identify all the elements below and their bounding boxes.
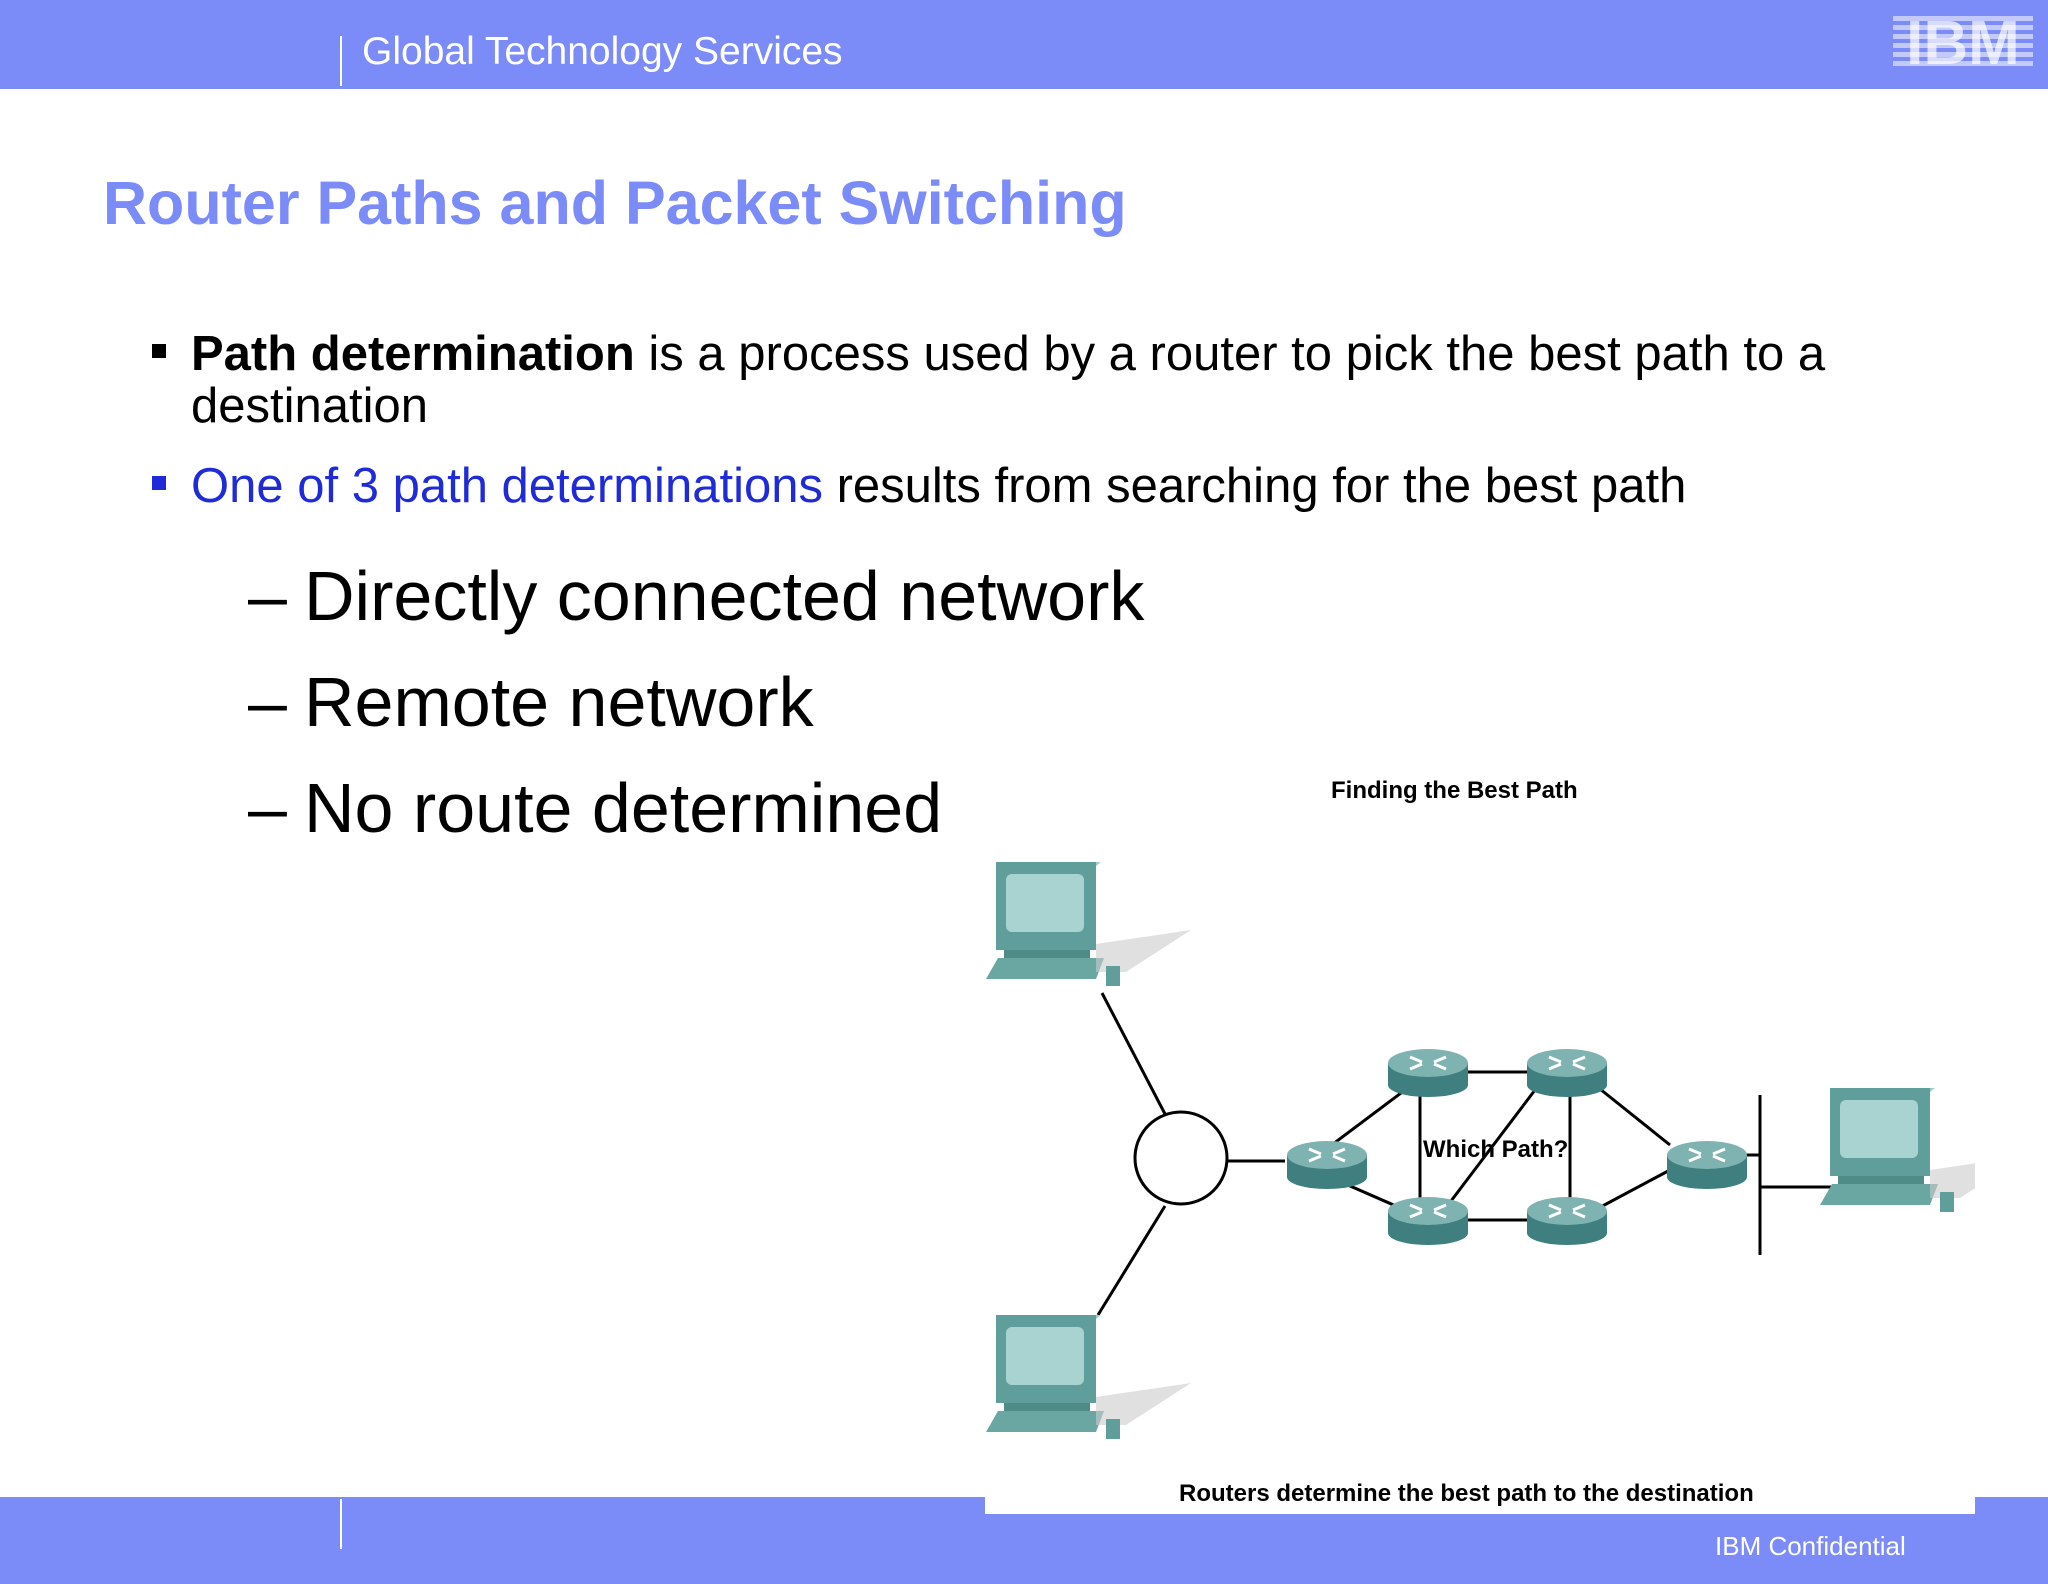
network-diagram [986,862,1975,1439]
bullet-square-icon [152,476,166,490]
svg-text:IBM: IBM [1906,14,2020,72]
figure-title: Finding the Best Path [1331,777,1578,804]
footer-confidential: IBM Confidential [1715,1531,1906,1561]
slide-title: Router Paths and Packet Switching [103,169,1127,237]
bullet-square-icon [152,344,166,358]
header-separator [340,36,342,86]
bullet-item: One of 3 path determinations results fro… [148,460,2008,512]
sub-item-text: Directly connected network [304,557,1145,635]
sub-list: –Directly connected network –Remote netw… [248,543,1144,861]
sub-item-text: No route determined [304,769,943,847]
sub-item-text: Remote network [304,663,814,741]
header-brand: Global Technology Services [362,30,843,73]
sub-item: –Directly connected network [248,557,1145,635]
which-path-label: Which Path? [1423,1136,1569,1163]
bullet-item: Path determination is a process used by … [148,328,2008,432]
bullet-bold-term: Path determination [191,327,635,381]
figure-caption: Routers determine the best path to the d… [1179,1480,1754,1507]
bullet-highlight: One of 3 path determinations [191,459,823,513]
footer-separator [340,1499,342,1549]
sub-item: –No route determined [248,769,943,847]
header-bar: Global Technology Services [0,0,2048,89]
bullet-text: results from searching for the best path [822,459,1687,513]
caption-background [985,1497,1975,1514]
bullet-text: is a process used by a router to pick th… [191,327,1826,433]
ibm-logo: IBM [1893,14,2033,72]
bullet-list: Path determination is a process used by … [148,328,2008,540]
sub-item: –Remote network [248,663,814,741]
